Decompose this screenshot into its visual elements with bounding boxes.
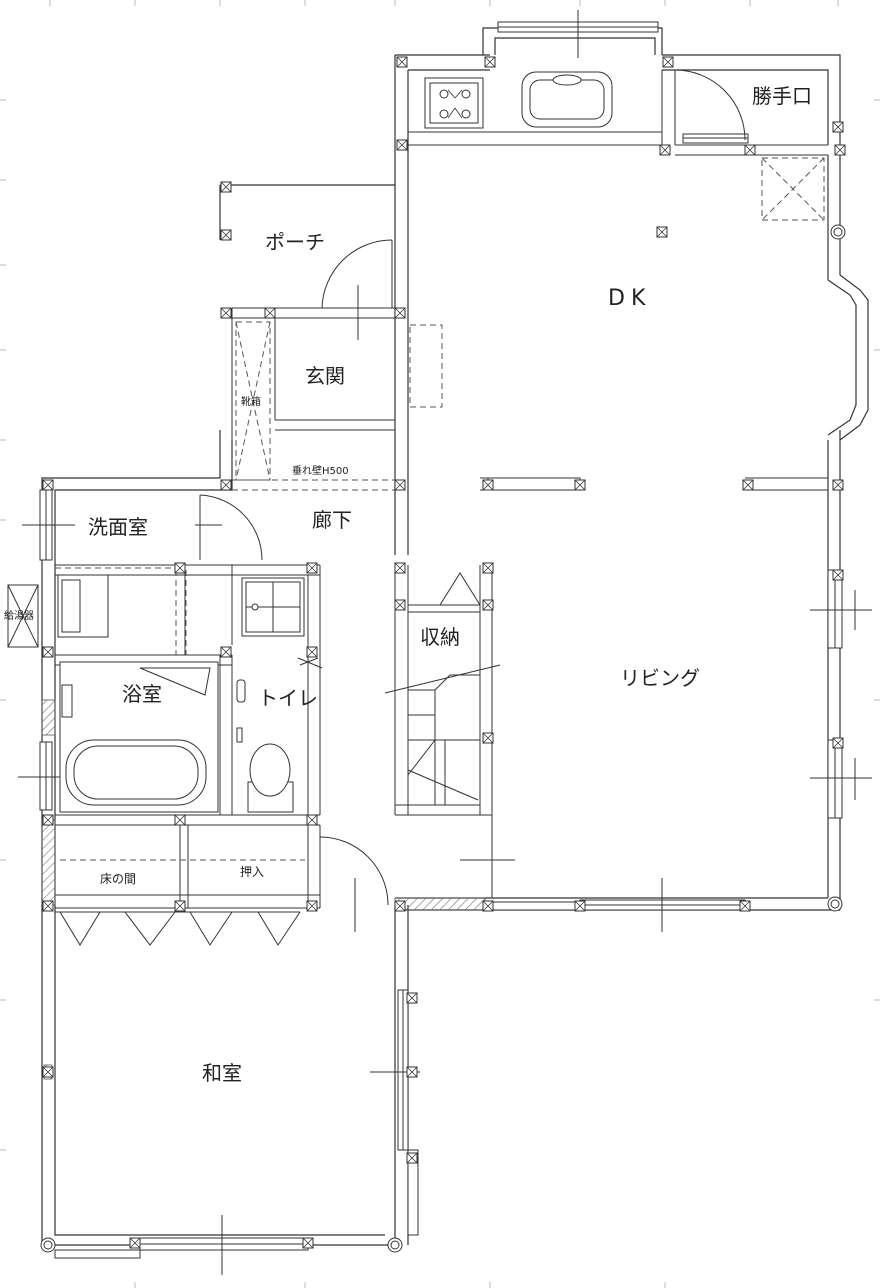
label-getabako: 靴箱 bbox=[241, 397, 261, 408]
pillars bbox=[42, 56, 846, 1249]
center-markers bbox=[18, 10, 872, 1275]
label-dk: DK bbox=[608, 286, 652, 311]
label-washitsu: 和室 bbox=[202, 1061, 242, 1085]
label-oshiire: 押入 bbox=[240, 865, 265, 879]
fixtures bbox=[7, 71, 613, 813]
label-living: リビング bbox=[620, 666, 700, 690]
label-tarekabe: 垂れ壁H500 bbox=[292, 466, 349, 477]
stove-burner-marks bbox=[447, 89, 463, 119]
label-katteguchi: 勝手口 bbox=[752, 84, 812, 108]
dashed-lines bbox=[55, 157, 825, 861]
label-rouka: 廊下 bbox=[312, 508, 352, 532]
label-tokonoma: 床の間 bbox=[100, 872, 137, 886]
hatched-walls bbox=[41, 699, 486, 1080]
label-genkan: 玄関 bbox=[305, 364, 345, 388]
label-toilet: トイレ bbox=[258, 686, 318, 710]
label-porch: ポーチ bbox=[265, 230, 325, 254]
label-senmenshitsu: 洗面室 bbox=[88, 515, 148, 539]
exterior-walls bbox=[41, 27, 869, 1246]
doors bbox=[55, 69, 746, 946]
label-kyutoki: 給湯器 bbox=[4, 611, 34, 622]
label-shuno: 収納 bbox=[420, 625, 460, 649]
label-yokushitsu: 浴室 bbox=[122, 682, 162, 706]
corner-posts bbox=[40, 224, 846, 1253]
stairs bbox=[384, 572, 501, 805]
